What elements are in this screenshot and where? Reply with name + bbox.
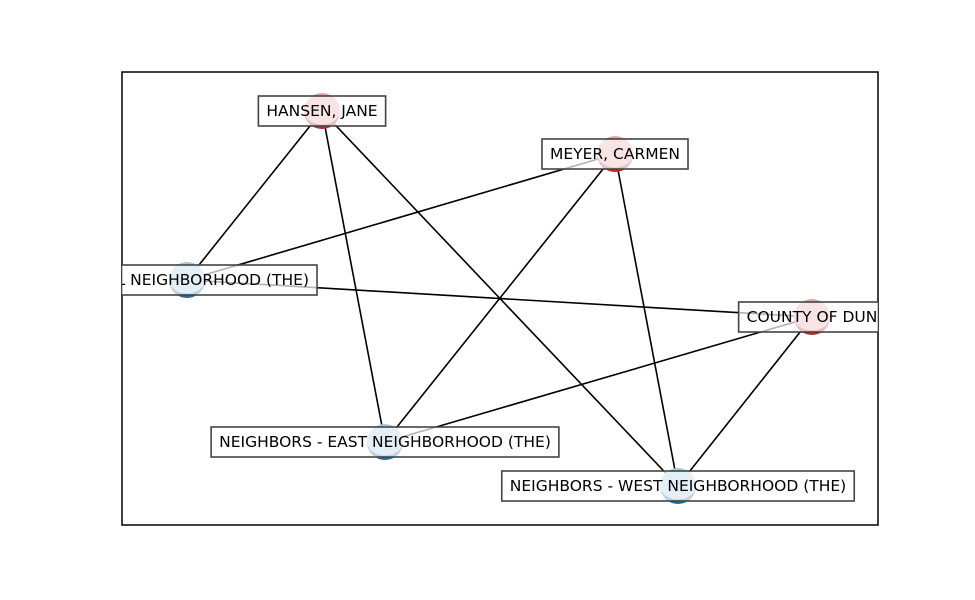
label-box bbox=[737, 301, 878, 333]
node-label-meyer: MEYER, CARMEN bbox=[541, 138, 689, 170]
node-label-county: COUNTY OF DUN bbox=[737, 301, 878, 333]
node-label-text: NEIGHBORS - EAST NEIGHBORHOOD (THE) bbox=[219, 433, 551, 451]
label-box bbox=[257, 95, 387, 127]
label-box bbox=[541, 138, 689, 170]
plot-area: HANSEN, JANE MEYER, CARMEN ENTRAL NEIGHBOR… bbox=[65, 93, 878, 504]
node-label-text: ENTRAL NEIGHBORHOOD (THE) bbox=[65, 271, 309, 289]
node-label-text: NEIGHBORS - WEST NEIGHBORHOOD (THE) bbox=[510, 477, 846, 495]
edge-meyer-central bbox=[186, 153, 616, 281]
edge-hansen-east bbox=[321, 110, 386, 443]
label-box bbox=[500, 470, 856, 502]
label-box bbox=[210, 426, 560, 458]
edge-county-west bbox=[677, 316, 813, 487]
edges-layer bbox=[186, 110, 813, 487]
edge-hansen-central bbox=[186, 110, 323, 281]
node-label-text: MEYER, CARMEN bbox=[550, 145, 680, 163]
label-box bbox=[122, 264, 318, 296]
node-label-hansen: HANSEN, JANE bbox=[257, 95, 387, 127]
labels-layer: HANSEN, JANE MEYER, CARMEN ENTRAL NEIGHBOR… bbox=[65, 95, 878, 502]
node-label-east: NEIGHBORS - EAST NEIGHBORHOOD (THE) bbox=[210, 426, 560, 458]
edge-county-east bbox=[384, 316, 813, 443]
node-label-text: COUNTY OF DUN bbox=[747, 308, 878, 326]
edge-meyer-west bbox=[614, 153, 679, 487]
node-label-central: ENTRAL NEIGHBORHOOD (THE) bbox=[65, 264, 318, 296]
node-label-text: HANSEN, JANE bbox=[266, 102, 377, 120]
node-label-west: NEIGHBORS - WEST NEIGHBORHOOD (THE) bbox=[500, 470, 856, 502]
